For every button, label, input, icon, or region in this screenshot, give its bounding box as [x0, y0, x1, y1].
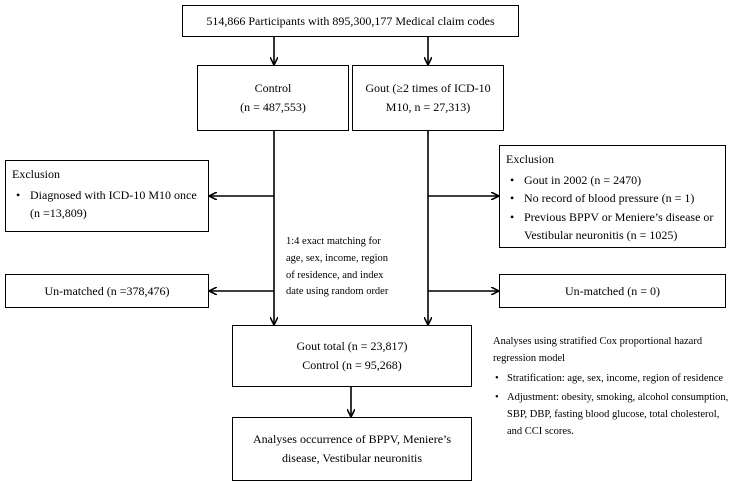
analysis-note: Analyses using stratified Cox proportion…: [493, 334, 731, 441]
exclusion-left-box: Exclusion Diagnosed with ICD-10 M10 once…: [5, 160, 209, 232]
exclusion-right-box: Exclusion Gout in 2002 (n = 2470) No rec…: [499, 145, 726, 248]
total-control: Control (n = 95,268): [302, 358, 402, 372]
gout-box: Gout (≥2 times of ICD-10 M10, n = 27,313…: [352, 65, 504, 131]
participants-box: 514,866 Participants with 895,300,177 Me…: [182, 5, 519, 37]
total-box: Gout total (n = 23,817) Control (n = 95,…: [232, 325, 472, 387]
analysis-item: Adjustment: obesity, smoking, alcohol co…: [493, 390, 731, 440]
control-label: Control: [254, 81, 292, 96]
gout-label: Gout (≥2 times of ICD-10: [365, 81, 491, 96]
exclusion-right-item: Previous BPPV or Meniere’s disease or Ve…: [506, 208, 719, 245]
participants-text: 514,866 Participants with 895,300,177 Me…: [206, 13, 495, 28]
outcome-line: disease, Vestibular neuronitis: [281, 451, 423, 465]
unmatched-right-label: Un-matched (n = 0): [564, 283, 661, 298]
total-gout: Gout total (n = 23,817): [296, 339, 408, 354]
matching-line: 1:4 exact matching for: [286, 236, 381, 247]
analysis-intro: Analyses using stratified Cox proportion…: [493, 336, 703, 364]
exclusion-left-title: Exclusion: [12, 167, 60, 181]
gout-count: M10, n = 27,313): [385, 100, 471, 114]
matching-line: date using random order: [286, 286, 389, 298]
exclusion-right-title: Exclusion: [506, 152, 554, 166]
control-box: Control (n = 487,553): [197, 65, 349, 131]
unmatched-left-box: Un-matched (n =378,476): [5, 274, 209, 308]
exclusion-left-item: Diagnosed with ICD-10 M10 once (n =13,80…: [12, 186, 202, 223]
matching-note: 1:4 exact matching for age, sex, income,…: [286, 234, 424, 302]
exclusion-right-item: No record of blood pressure (n = 1): [506, 189, 719, 208]
matching-line: of residence, and index: [286, 269, 384, 281]
control-count: (n = 487,553): [240, 100, 306, 114]
exclusion-right-item: Gout in 2002 (n = 2470): [506, 171, 719, 190]
unmatched-left-label: Un-matched (n =378,476): [44, 283, 170, 298]
outcome-box: Analyses occurrence of BPPV, Meniere’s d…: [232, 417, 472, 481]
matching-line: age, sex, income, region: [286, 252, 389, 264]
outcome-line: Analyses occurrence of BPPV, Meniere’s: [252, 432, 452, 447]
analysis-item: Stratification: age, sex, income, region…: [493, 371, 731, 388]
unmatched-right-box: Un-matched (n = 0): [499, 274, 726, 308]
